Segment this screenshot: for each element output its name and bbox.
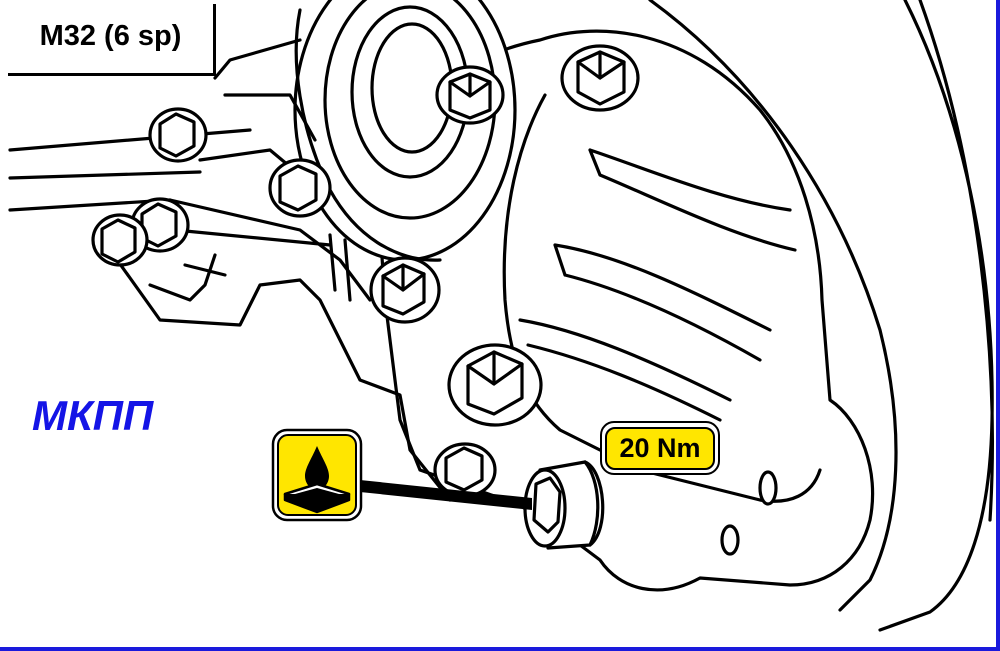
bolt-group <box>91 44 640 498</box>
oil-drain-drop-icon <box>271 428 363 522</box>
torque-badge-fill: 20 Nm <box>605 426 715 470</box>
title-box: M32 (6 sp) <box>8 4 216 76</box>
frame-border-right <box>996 0 1000 651</box>
housing-rib-upper <box>588 148 797 252</box>
mount-hole <box>720 524 740 556</box>
casing-top-line <box>8 128 252 212</box>
torque-badge: 20 Nm <box>600 421 720 475</box>
bolt <box>435 65 505 125</box>
casing-lower-bracket <box>108 248 452 502</box>
bolt <box>433 442 497 498</box>
housing-inner-contour <box>648 0 898 612</box>
drain-plug <box>523 460 605 550</box>
casing-mid-edge <box>168 198 372 302</box>
bolt <box>447 343 543 427</box>
torque-value: 20 Nm <box>619 432 701 463</box>
bolt <box>369 256 441 324</box>
bolt <box>91 213 149 267</box>
housing-outer-contour <box>878 0 994 632</box>
transmission-caption: МКПП <box>32 392 154 439</box>
casing-rib-vertical <box>328 233 352 302</box>
bolt <box>560 44 640 112</box>
mount-hole <box>758 470 778 506</box>
frame-border-bottom <box>0 647 1000 651</box>
leader-line <box>360 480 532 510</box>
bolt <box>148 107 208 163</box>
housing-rib-lower <box>518 318 732 422</box>
housing-rib-mid <box>553 243 772 362</box>
diagram-title: M32 (6 sp) <box>39 20 182 52</box>
bolt <box>268 158 332 218</box>
casing-bracket-inner <box>148 253 227 302</box>
